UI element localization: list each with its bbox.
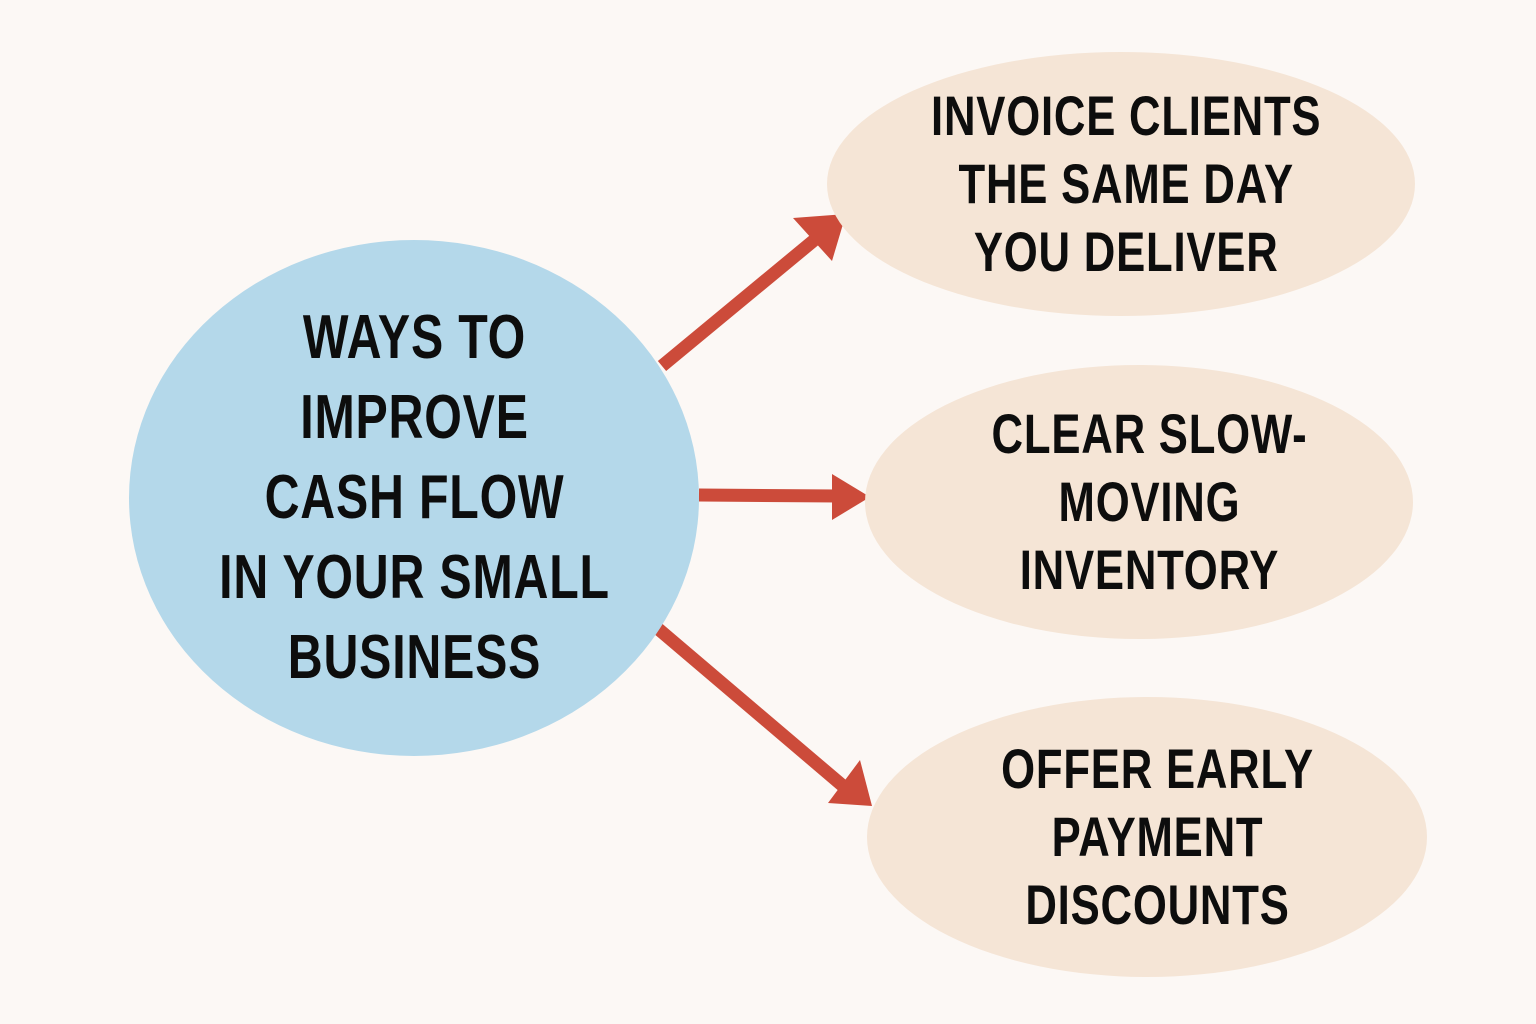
tip-label: INVOICE CLIENTS THE SAME DAY YOU DELIVER: [930, 84, 1322, 283]
center-topic-label: WAYS TO IMPROVE CASH FLOW IN YOUR SMALL …: [218, 303, 610, 692]
arrow-to-tip-2: [698, 474, 870, 520]
tip-label: OFFER EARLY PAYMENT DISCOUNTS: [1000, 737, 1314, 936]
arrow-shaft: [657, 231, 823, 372]
arrowhead-icon: [828, 760, 872, 806]
arrow-shaft: [698, 488, 839, 503]
tip-node-early-payment-discounts: OFFER EARLY PAYMENT DISCOUNTS: [867, 697, 1427, 977]
tip-node-invoice-clients: INVOICE CLIENTS THE SAME DAY YOU DELIVER: [827, 52, 1415, 316]
tip-label: CLEAR SLOW- MOVING INVENTORY: [991, 402, 1307, 601]
arrow-shaft: [651, 622, 848, 791]
center-topic-node: WAYS TO IMPROVE CASH FLOW IN YOUR SMALL …: [129, 240, 699, 756]
arrow-to-tip-3: [651, 622, 872, 806]
arrow-to-tip-1: [657, 214, 846, 372]
tip-node-clear-inventory: CLEAR SLOW- MOVING INVENTORY: [865, 365, 1413, 639]
